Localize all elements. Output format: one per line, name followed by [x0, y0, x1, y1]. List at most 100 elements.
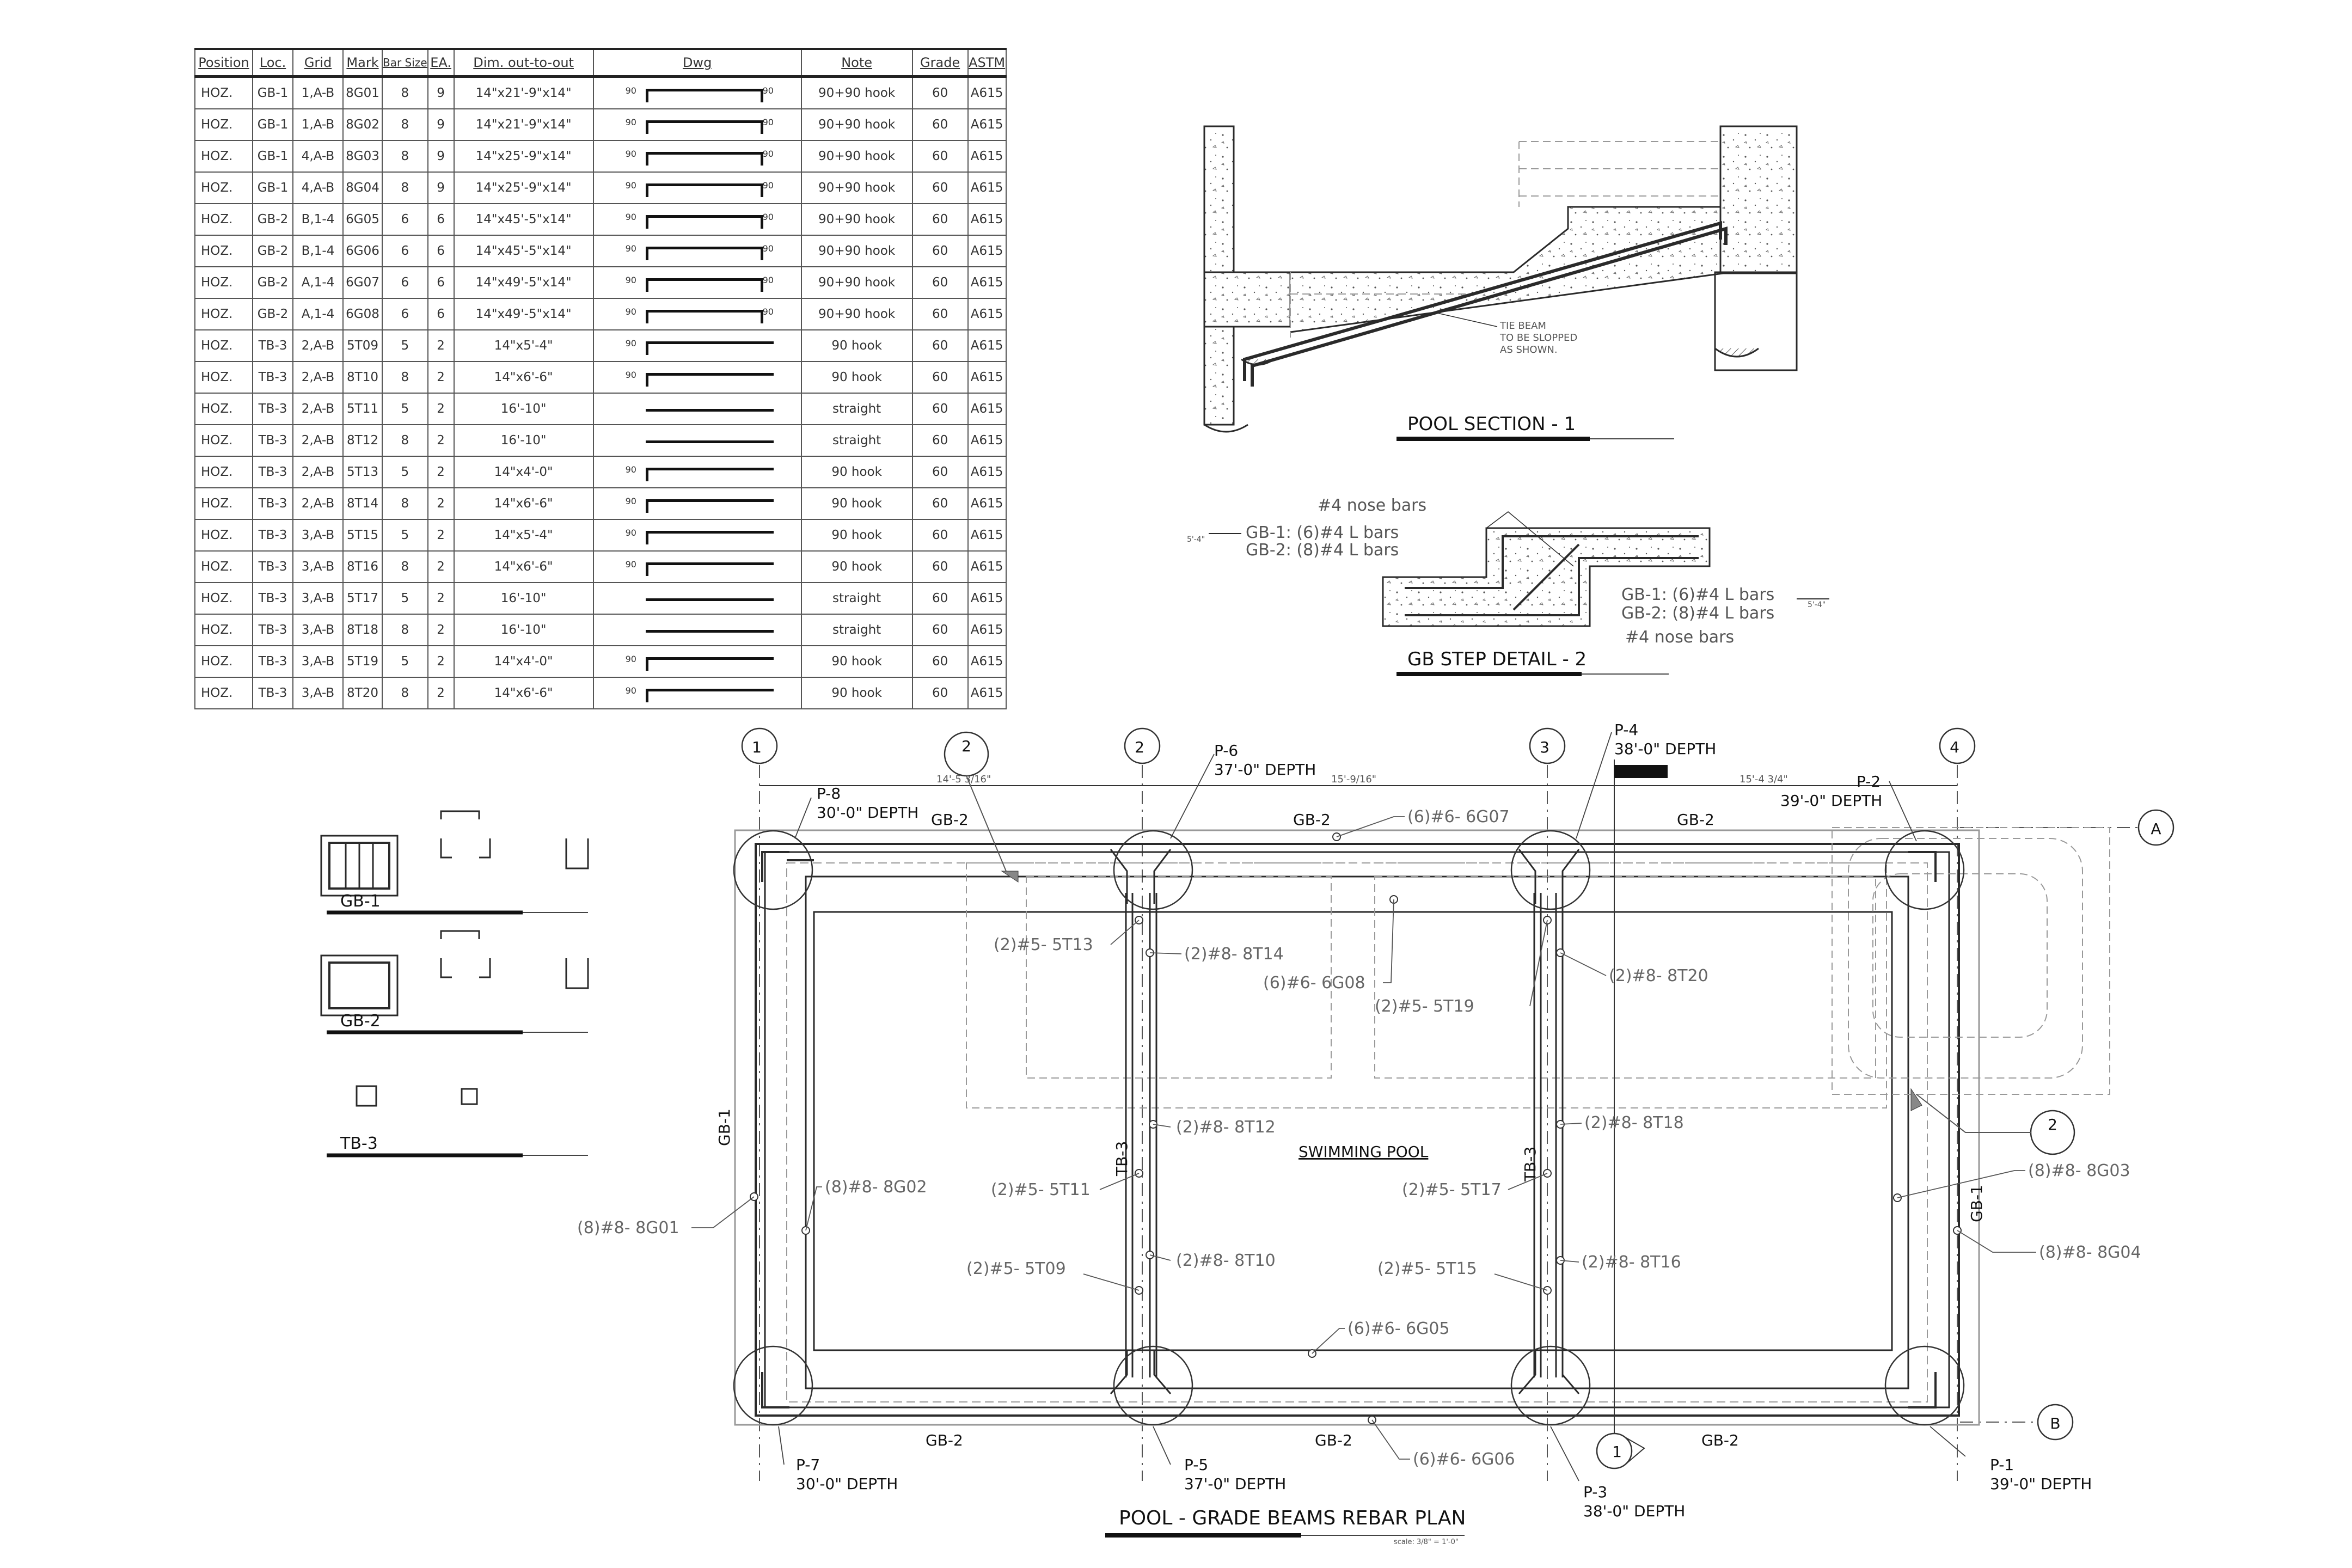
- cell-mark: 6G08: [342, 298, 383, 330]
- cell-size: 8: [382, 108, 428, 141]
- step-bar-bot: [1405, 557, 1699, 616]
- bar-shape-icon: [645, 409, 774, 422]
- cell-note: 90 hook: [800, 456, 913, 488]
- cell-ea: 6: [427, 298, 455, 330]
- cell-ea: 2: [427, 614, 455, 646]
- cell-note: 90+90 hook: [800, 140, 913, 173]
- callout-8g01: (8)#8- 8G01: [577, 1218, 679, 1238]
- cell-grade: 60: [911, 519, 969, 552]
- gb2-stirrup: [328, 961, 390, 1009]
- cell-dwg: 90: [592, 361, 802, 394]
- cell-grid: 1,A-B: [292, 108, 344, 141]
- p3-depth: 38'-0" DEPTH: [1583, 1502, 1685, 1520]
- spa-outline: [1832, 827, 2110, 1095]
- tag-gb2-bot-2: GB-2: [1315, 1431, 1352, 1449]
- cell-dwg: [592, 614, 802, 646]
- gb1-bar-c: [479, 838, 491, 859]
- cell-dwg: 90: [592, 550, 802, 583]
- gb2-outline: [320, 954, 399, 1016]
- cell-mark: 5T17: [342, 582, 383, 615]
- col-grade: Grade: [911, 48, 969, 78]
- cell-note: 90+90 hook: [800, 171, 913, 204]
- cell-grid: 3,A-B: [292, 645, 344, 678]
- swimming-pool-label: SWIMMING POOL: [1298, 1143, 1429, 1161]
- grid-bubble-a[interactable]: [2137, 809, 2175, 846]
- cell-note: 90 hook: [800, 329, 913, 362]
- grid-bubbles: [741, 727, 2175, 1469]
- section-mark-bottom: 1: [1612, 1443, 1622, 1461]
- cell-dim: 14"x6'-6": [453, 361, 594, 394]
- cell-grade: 60: [911, 76, 969, 109]
- callout-6g07: (6)#6- 6G07: [1407, 807, 1510, 826]
- cell-astm: A615: [967, 424, 1007, 457]
- cell-note: 90+90 hook: [800, 266, 913, 299]
- cell-dwg: 90: [592, 456, 802, 488]
- pool-wall: [813, 911, 1893, 1351]
- cell-size: 6: [382, 266, 428, 299]
- cell-ea: 2: [427, 487, 455, 520]
- bar-shape-icon: [645, 247, 763, 260]
- cell-astm: A615: [967, 582, 1007, 615]
- hook-label-right: 90: [762, 212, 774, 222]
- cell-dim: 16'-10": [453, 614, 594, 646]
- cell-grade: 60: [911, 582, 969, 615]
- col-position: Position: [194, 48, 253, 78]
- callout-5t19: (2)#5- 5T19: [1375, 997, 1474, 1016]
- p1-name: P-1: [1990, 1456, 2014, 1474]
- cell-astm: A615: [967, 203, 1007, 236]
- cell-grid: 2,A-B: [292, 329, 344, 362]
- tag-gb2-top-1: GB-2: [931, 811, 969, 829]
- hook-label-left: 90: [625, 370, 636, 380]
- grid-bubble-b[interactable]: [2037, 1404, 2074, 1441]
- gb2-title: GB-2: [340, 1012, 381, 1031]
- hook-label-left: 90: [625, 496, 636, 506]
- section-bubble-bottom[interactable]: [1596, 1432, 1633, 1469]
- hook-label-left: 90: [625, 654, 636, 664]
- cell-grid: 3,A-B: [292, 677, 344, 709]
- cell-mark: 8T16: [342, 550, 383, 583]
- cell-ea: 2: [427, 424, 455, 457]
- cell-grade: 60: [911, 361, 969, 394]
- cell-loc: TB-3: [252, 329, 293, 362]
- grid-bubble-4[interactable]: [1939, 727, 1976, 764]
- cell-size: 6: [382, 298, 428, 330]
- callout-8t10: (2)#8- 8T10: [1176, 1251, 1276, 1270]
- col-mark: Mark: [342, 48, 383, 78]
- cell-astm: A615: [967, 393, 1007, 425]
- hook-label-left: 90: [625, 528, 636, 538]
- bar-shape-icon: [645, 373, 774, 387]
- cell-pos: HOZ.: [194, 550, 253, 583]
- gb2-bar-c: [479, 958, 491, 978]
- cell-ea: 2: [427, 550, 455, 583]
- step-dim-right: 5'-4": [1808, 601, 1826, 609]
- grid-label-a: A: [2151, 820, 2161, 838]
- bar-shape-icon: [645, 341, 774, 355]
- bar-shape-icon: [645, 440, 774, 454]
- cell-note: 90+90 hook: [800, 298, 913, 330]
- cell-dim: 16'-10": [453, 393, 594, 425]
- bar-shape-icon: [645, 89, 763, 102]
- grid-bubble-2[interactable]: [1124, 727, 1161, 764]
- cell-dim: 14"x25'-9"x14": [453, 171, 594, 204]
- grid-bubble-1[interactable]: [741, 727, 778, 764]
- right-pier-top: [1719, 125, 1798, 274]
- grid-bubble-3[interactable]: [1529, 727, 1566, 764]
- cell-dwg: 90: [592, 329, 802, 362]
- gb-step-detail-2: [1209, 511, 1829, 627]
- cell-pos: HOZ.: [194, 140, 253, 173]
- hook-label-left: 90: [625, 338, 636, 348]
- callout-5t17: (2)#5- 5T17: [1402, 1180, 1502, 1199]
- cell-grid: 3,A-B: [292, 550, 344, 583]
- gb1-bar-a: [440, 810, 480, 819]
- corner-hooks: [761, 851, 1937, 1408]
- tie-beam-3: [1518, 849, 1580, 1394]
- col-loc: Loc.: [252, 48, 293, 78]
- cell-grade: 60: [911, 171, 969, 204]
- cell-dim: 14"x4'-0": [453, 456, 594, 488]
